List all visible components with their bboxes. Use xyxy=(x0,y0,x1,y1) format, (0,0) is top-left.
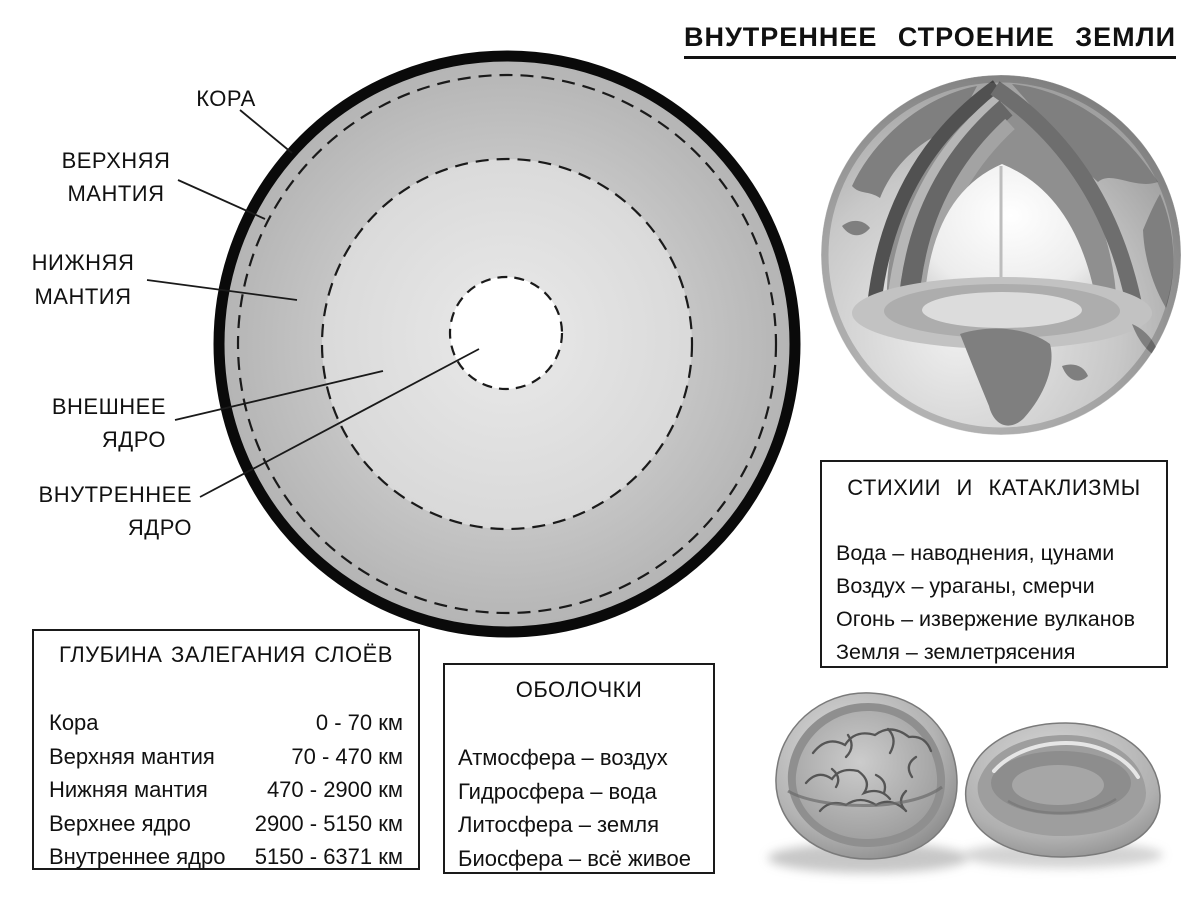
depth-row-inner-core: Внутреннее ядро 5150 - 6371 км xyxy=(49,840,403,874)
element-item-earth: Земля – землетрясения xyxy=(836,640,1076,664)
element-item-air: Воздух – ураганы, смерчи xyxy=(836,574,1095,598)
earth-cutaway-globe xyxy=(821,75,1181,435)
element-item-fire: Огонь – извержение вулканов xyxy=(836,607,1136,631)
depth-row-layer: Внутреннее ядро xyxy=(49,844,226,869)
depth-row-range: 2900 - 5150 км xyxy=(254,810,403,836)
depth-row-crust: Кора 0 - 70 км xyxy=(49,706,403,740)
elements-box: СТИХИИ И КАТАКЛИЗМЫ Вода – наводнения, ц… xyxy=(820,460,1168,668)
label-inner-core: ВНУТРЕННЕЕ ЯДРО xyxy=(26,478,192,544)
shell-item-biosphere: Биосфера – всё живое xyxy=(458,845,691,871)
elements-box-title: СТИХИИ И КАТАКЛИЗМЫ xyxy=(847,475,1141,500)
shells-box: ОБОЛОЧКИ Атмосфера – воздух Гидросфера –… xyxy=(443,663,715,874)
shells-items: Атмосфера – воздух Гидросфера – вода Лит… xyxy=(458,741,700,875)
label-lower-mantle-line1: НИЖНЯЯ xyxy=(31,250,135,275)
outer-core-leader-line xyxy=(174,370,384,421)
label-lower-mantle: НИЖНЯЯ МАНТИЯ xyxy=(22,246,144,314)
depth-row-layer: Верхняя мантия xyxy=(49,743,215,769)
label-crust-text: КОРА xyxy=(196,86,256,111)
lower-mantle-leader-line xyxy=(146,279,298,301)
globe-continents-north xyxy=(842,84,1174,308)
depth-row-range: 70 - 470 км xyxy=(291,743,403,769)
label-outer-core: ВНЕШНЕЕ ЯДРО xyxy=(38,390,166,456)
shell-item-atmosphere: Атмосфера – воздух xyxy=(458,745,668,770)
page-title: ВНУТРЕННЕЕ СТРОЕНИЕ ЗЕМЛИ xyxy=(684,22,1176,59)
label-inner-core-line1: ВНУТРЕННЕЕ xyxy=(38,482,192,507)
globe-edge-shading xyxy=(821,75,1181,435)
depth-row-outer-core: Верхнее ядро 2900 - 5150 км xyxy=(49,807,403,841)
depth-row-layer: Верхнее ядро xyxy=(49,810,191,836)
walnut-halves-photo xyxy=(768,692,1163,873)
upper-mantle-boundary xyxy=(236,73,778,615)
shell-item-lithosphere: Литосфера – земля xyxy=(458,812,660,837)
earth-layers-diagram xyxy=(146,50,801,638)
walnut-right-half xyxy=(964,722,1161,858)
label-upper-mantle-line2: МАНТИЯ xyxy=(67,181,165,206)
label-upper-mantle-line1: ВЕРХНЯЯ xyxy=(61,148,171,173)
walnut-rim-highlight xyxy=(992,740,1140,779)
shells-box-title: ОБОЛОЧКИ xyxy=(515,677,643,702)
walnut-left-half xyxy=(775,692,958,860)
shell-item-hydrosphere: Гидросфера – вода xyxy=(458,778,657,804)
depth-row-layer: Нижняя мантия xyxy=(49,777,208,802)
depth-box-title: ГЛУБИНА ЗАЛЕГАНИЯ СЛОЁВ xyxy=(59,642,393,667)
depth-row-range: 5150 - 6371 км xyxy=(254,844,403,869)
label-crust: КОРА xyxy=(183,82,269,115)
inner-core-circle xyxy=(448,275,564,391)
label-upper-mantle: ВЕРХНЯЯ МАНТИЯ xyxy=(52,144,180,210)
walnut-crack-line xyxy=(787,785,943,807)
depth-box: ГЛУБИНА ЗАЛЕГАНИЯ СЛОЁВ Кора 0 - 70 км В… xyxy=(32,629,420,870)
element-item-water: Вода – наводнения, цунами xyxy=(836,541,1115,565)
label-outer-core-line2: ЯДРО xyxy=(101,427,166,452)
leader-lines xyxy=(146,109,480,498)
upper-mantle-leader-line xyxy=(177,179,266,220)
label-inner-core-line2: ЯДРО xyxy=(127,515,192,540)
depth-row-range: 470 - 2900 км xyxy=(266,777,403,802)
inner-core-leader-line xyxy=(199,348,480,498)
depth-row-range: 0 - 70 км xyxy=(315,710,403,735)
globe-cutaway-section xyxy=(852,80,1152,349)
globe-continents-south xyxy=(960,324,1160,426)
label-lower-mantle-line2: МАНТИЯ xyxy=(34,284,132,309)
crust-leader-line xyxy=(239,109,293,154)
depth-row-layer: Кора xyxy=(49,710,99,735)
depth-row-lower-mantle: Нижняя мантия 470 - 2900 км xyxy=(49,773,403,807)
depth-row-upper-mantle: Верхняя мантия 70 - 470 км xyxy=(49,740,403,774)
depth-rows: Кора 0 - 70 км Верхняя мантия 70 - 470 к… xyxy=(49,706,403,874)
elements-items: Вода – наводнения, цунами Воздух – урага… xyxy=(836,537,1152,669)
label-outer-core-line1: ВНЕШНЕЕ xyxy=(51,394,166,419)
